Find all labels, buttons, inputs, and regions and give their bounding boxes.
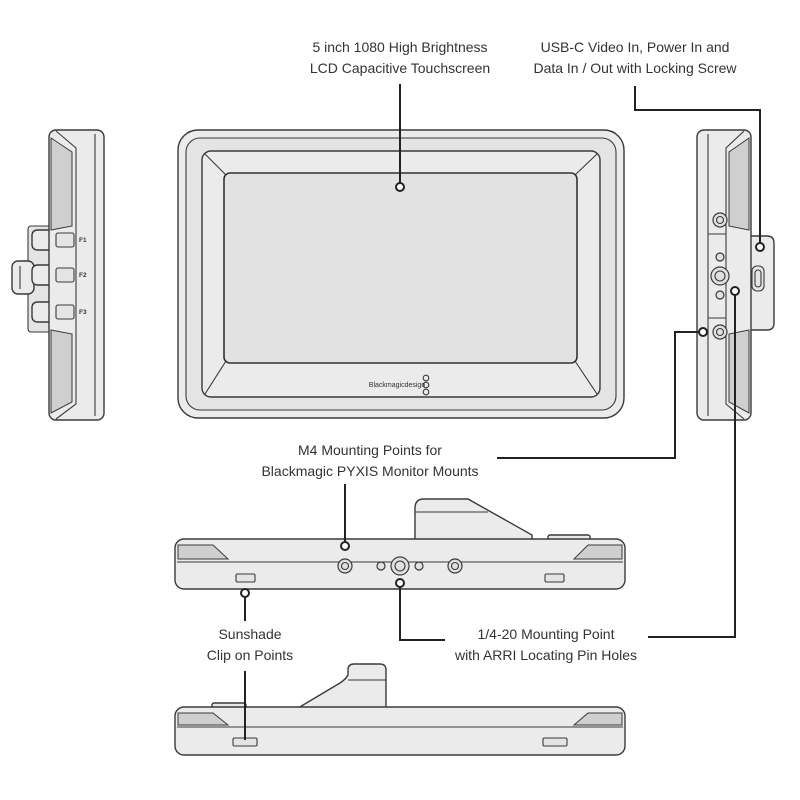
m4-mount-hole-lower-inner bbox=[715, 327, 725, 337]
top-view bbox=[174, 663, 626, 756]
left-side-bevel bbox=[55, 130, 77, 420]
m4-mount-hole-left-inner bbox=[340, 561, 350, 571]
screen-label-line1: 5 inch 1080 High Brightness bbox=[312, 39, 487, 55]
m4-mount-hole-left bbox=[337, 558, 353, 574]
button-f1-label: F1 bbox=[79, 237, 87, 244]
top-view-body bbox=[174, 706, 626, 756]
callout-dot-usbc bbox=[755, 242, 765, 252]
touchscreen bbox=[223, 172, 578, 364]
bevel-corner-bottom-right bbox=[574, 360, 598, 395]
arri-pin-hole-right bbox=[414, 561, 424, 571]
m4-label-line1: M4 Mounting Points for bbox=[298, 442, 442, 458]
m4-mount-hole-lower bbox=[712, 324, 728, 340]
callout-line-usbc bbox=[634, 86, 761, 243]
callout-dot-m4-bottom bbox=[340, 541, 350, 551]
callout-dot-m4-side bbox=[698, 327, 708, 337]
callout-dot-mount-bottom bbox=[395, 578, 405, 588]
m4-mount-hole-right-inner bbox=[450, 561, 460, 571]
sunshade-label-line2: Clip on Points bbox=[207, 647, 293, 663]
callout-line-mount-bottom bbox=[399, 587, 445, 641]
brand-logo-circle-middle bbox=[422, 381, 430, 389]
side-mount-knob bbox=[11, 260, 35, 295]
usbc-label-line2: Data In / Out with Locking Screw bbox=[533, 60, 737, 76]
usbc-port-slot bbox=[754, 269, 762, 288]
quarter-20-mount-hole-bottom bbox=[390, 556, 410, 576]
sunshade-label-line1: Sunshade bbox=[218, 626, 281, 642]
quarter-20-mount-hole-bottom-inner bbox=[394, 560, 406, 572]
brand-logo-circle-bottom bbox=[422, 388, 430, 396]
button-f2-cap bbox=[55, 267, 75, 283]
bevel-corner-top-left bbox=[204, 153, 227, 176]
brand-logo-text: Blackmagicdesign bbox=[369, 382, 426, 389]
right-side-bottom-shade bbox=[728, 329, 750, 414]
usbc-label-line1: USB-C Video In, Power In and bbox=[541, 39, 730, 55]
callout-line-m4-side bbox=[497, 331, 699, 459]
arri-pin-hole-lower bbox=[715, 290, 725, 300]
top-view-right-shade bbox=[572, 712, 623, 726]
mount-label-line1: 1/4-20 Mounting Point bbox=[478, 626, 615, 642]
front-view: Blackmagicdesign bbox=[177, 129, 625, 419]
button-f3-cap bbox=[55, 304, 75, 320]
right-side-top-shade bbox=[728, 137, 750, 231]
sunshade-clip-point-left bbox=[235, 573, 256, 583]
bottom-view-left-shade bbox=[177, 544, 230, 560]
bottom-view-rear-housing bbox=[414, 498, 533, 542]
left-side-bottom-shade bbox=[50, 329, 73, 414]
mount-label-line2: with ARRI Locating Pin Holes bbox=[454, 647, 637, 663]
callouts bbox=[240, 84, 765, 740]
m4-mount-hole-upper-inner bbox=[715, 215, 725, 225]
bevel-corner-bottom-left bbox=[204, 360, 227, 395]
callout-dot-sunshade-bottom bbox=[240, 588, 250, 598]
m4-mount-hole-upper bbox=[712, 212, 728, 228]
bottom-view-right-shade bbox=[572, 544, 623, 560]
callout-dot-mount-side bbox=[730, 286, 740, 296]
left-side-top-shade bbox=[50, 137, 73, 231]
m4-label-line2: Blackmagic PYXIS Monitor Mounts bbox=[261, 463, 478, 479]
arri-pin-hole-upper bbox=[715, 252, 725, 262]
arri-pin-hole-left bbox=[376, 561, 386, 571]
bottom-view bbox=[174, 498, 626, 590]
brand-logo-circle-top bbox=[422, 374, 430, 382]
callout-dot-screen bbox=[395, 182, 405, 192]
quarter-20-mount-hole bbox=[710, 266, 730, 286]
top-sunshade-clip-point-right bbox=[542, 737, 568, 747]
m4-mount-hole-right bbox=[447, 558, 463, 574]
left-side-view: F1 F2 F3 bbox=[11, 129, 105, 421]
callout-line-mount-side bbox=[648, 295, 736, 638]
quarter-20-mount-hole-inner bbox=[714, 270, 726, 282]
top-view-rear-housing bbox=[295, 663, 387, 709]
screen-label-line2: LCD Capacitive Touchscreen bbox=[310, 60, 490, 76]
button-f2-label: F2 bbox=[79, 272, 87, 279]
sunshade-clip-point-right bbox=[544, 573, 565, 583]
button-f1-cap bbox=[55, 232, 75, 248]
button-f3-label: F3 bbox=[79, 309, 87, 316]
bevel-corner-top-right bbox=[574, 153, 598, 176]
top-view-left-shade bbox=[177, 712, 230, 726]
